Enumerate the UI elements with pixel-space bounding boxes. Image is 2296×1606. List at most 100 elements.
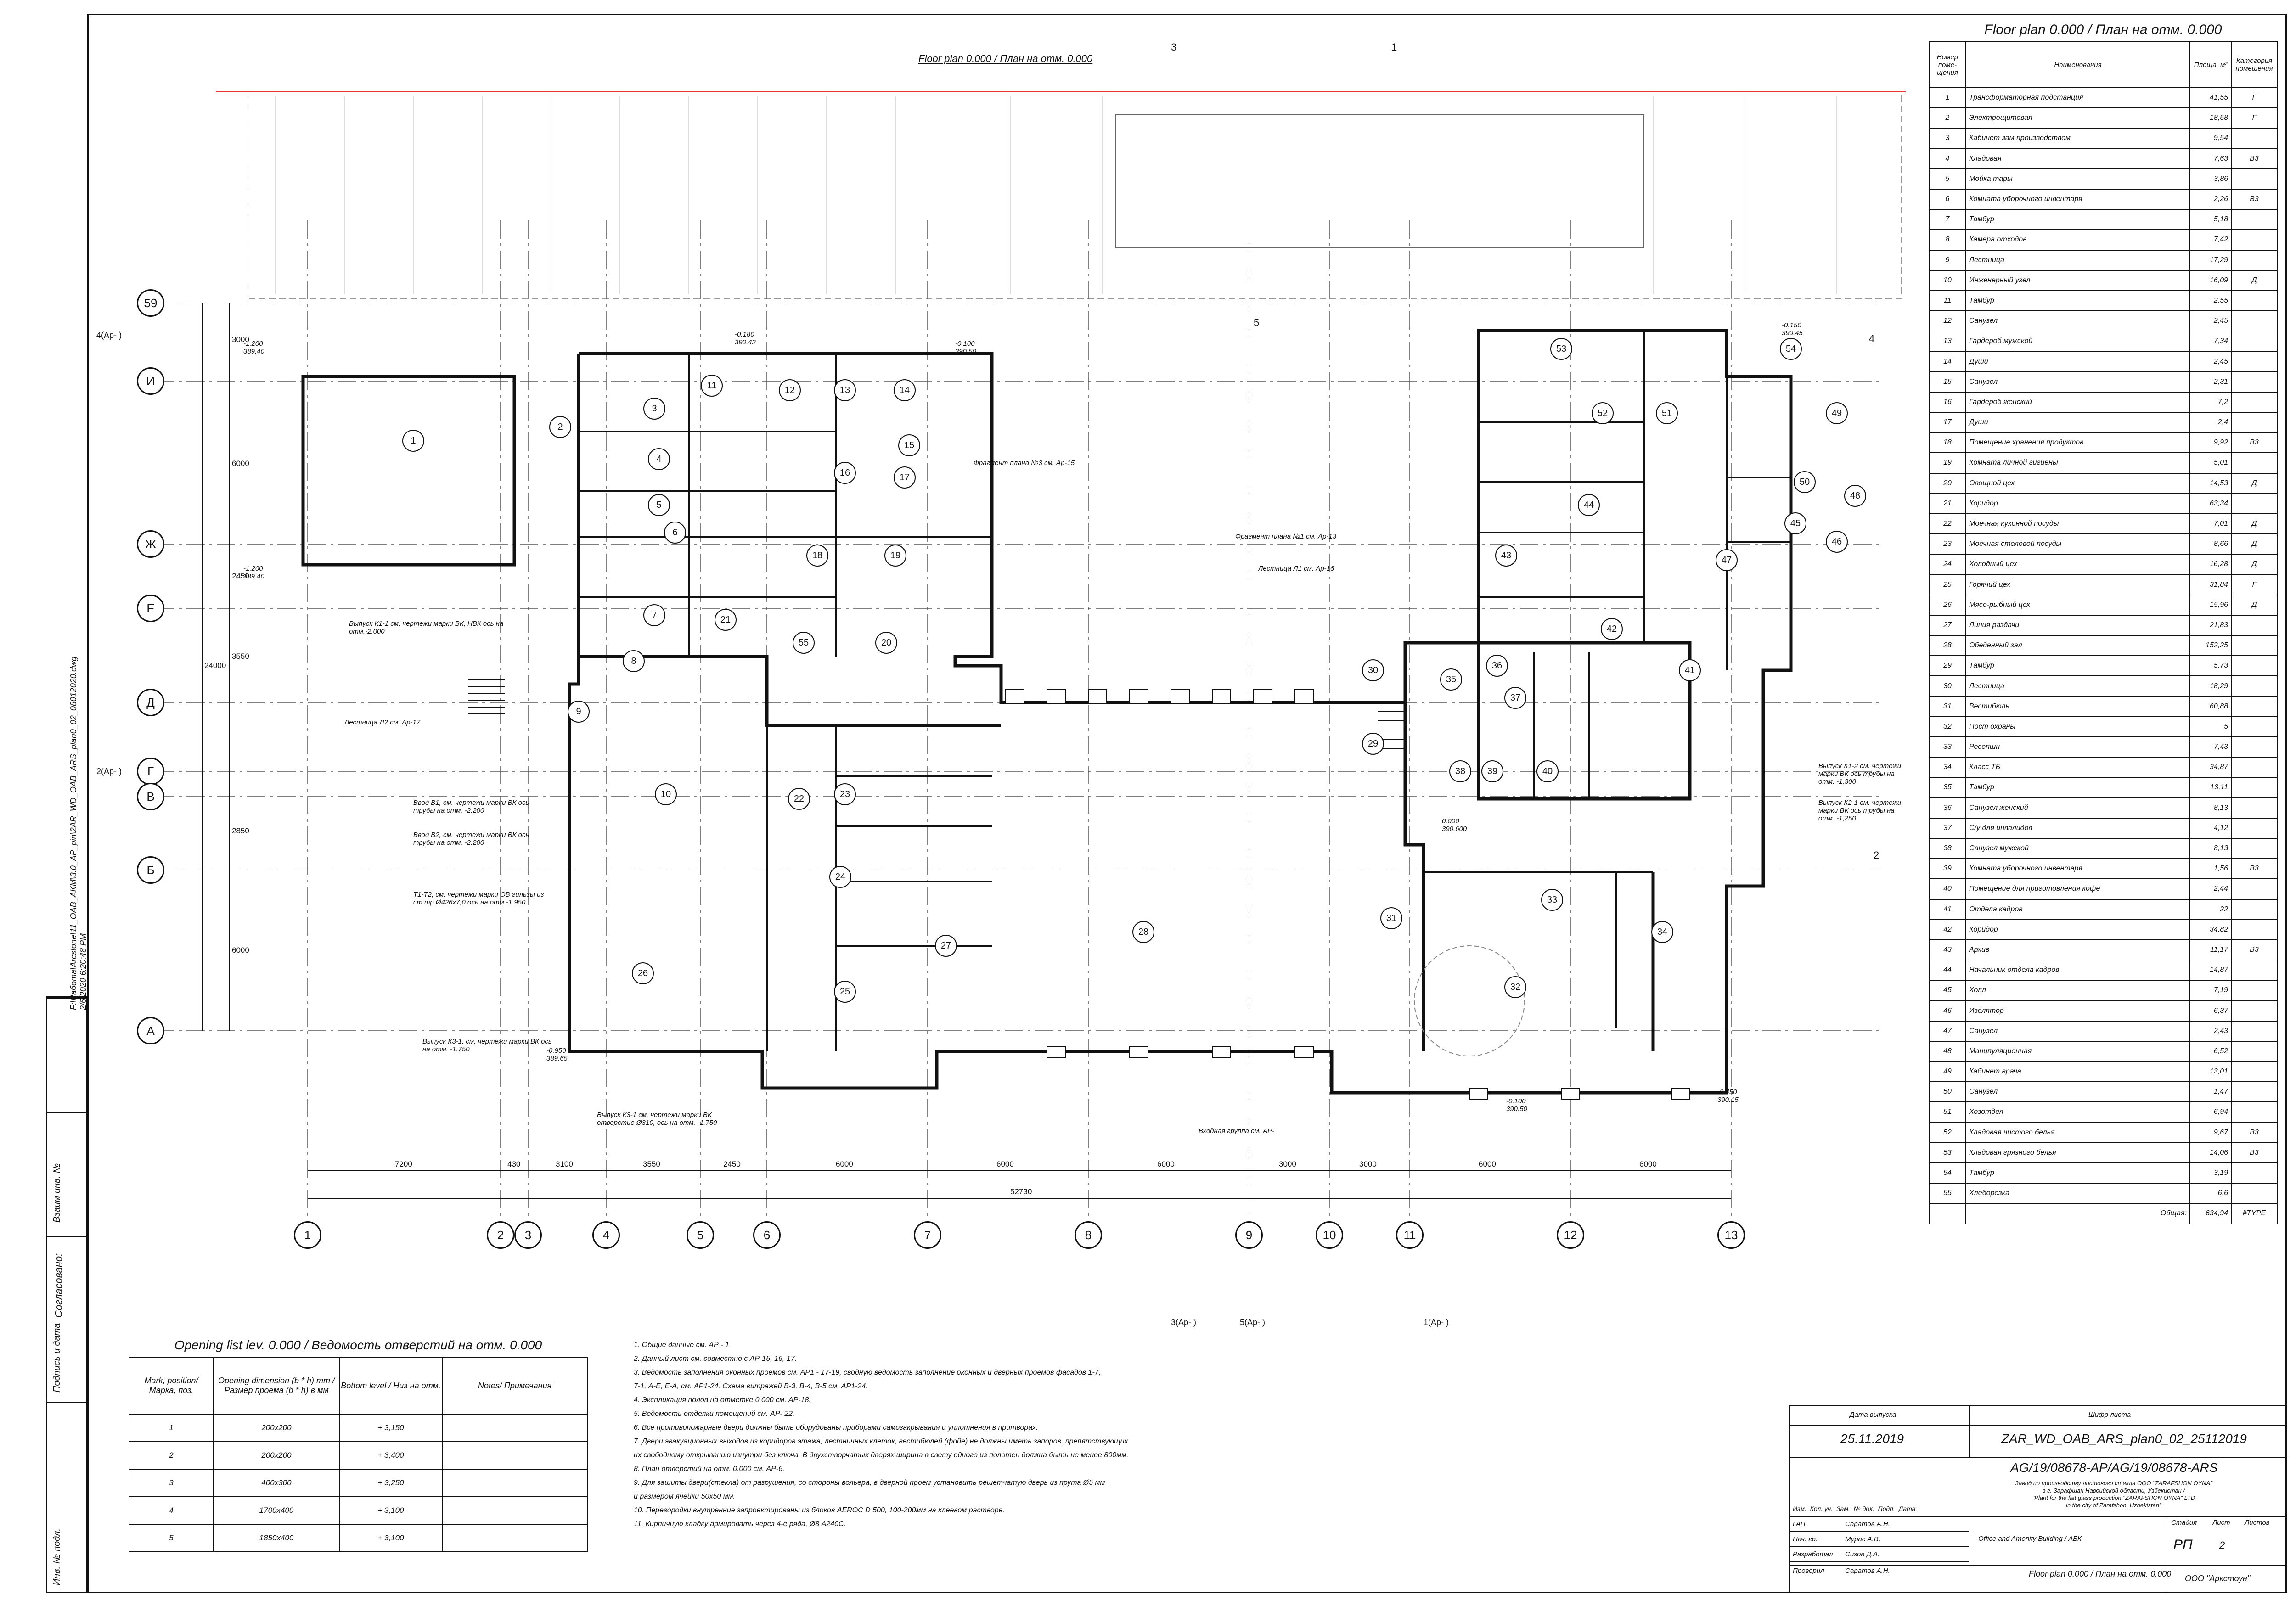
room-number: 14 — [1929, 351, 1966, 372]
room-tag: 11 — [701, 375, 723, 397]
room-name: Хлеборезка — [1965, 1183, 2190, 1204]
note-line: 9. Для защиты двери(стекла) от разрушени… — [634, 1479, 1105, 1487]
room-category — [2231, 919, 2278, 940]
section-mark: 1 — [1391, 41, 1397, 53]
role: Нач. гр. — [1793, 1535, 1818, 1543]
agreed-label: Согласовано: — [53, 1253, 64, 1318]
room-name: Кабинет зам производством — [1965, 128, 2190, 149]
dim-overall: 52730 — [1010, 1187, 1032, 1196]
opening-mark: 1 — [129, 1414, 214, 1442]
room-number: 12 — [1929, 310, 1966, 332]
room-number: 46 — [1929, 1000, 1966, 1022]
opening-mark: 5 — [129, 1524, 214, 1552]
room-area: 5 — [2189, 716, 2232, 738]
room-category — [2231, 777, 2278, 798]
room-number: 37 — [1929, 817, 1966, 839]
room-schedule: Floor plan 0.000 / План на отм. 0.000 Но… — [1929, 18, 2278, 1224]
room-number: 24 — [1929, 554, 1966, 575]
room-name: Тамбур — [1965, 1162, 2190, 1184]
room-name: Мойка тары — [1965, 168, 2190, 190]
room-category — [2231, 310, 2278, 332]
sheet-frame — [87, 14, 2287, 1593]
room-name: Тамбур — [1965, 655, 2190, 677]
role: ГАП — [1793, 1520, 1806, 1528]
axis-grid-h — [156, 303, 1883, 1031]
dim-9-10: 3000 — [1279, 1160, 1296, 1168]
room-name: Лестница — [1965, 675, 2190, 697]
room-tag: 41 — [1679, 659, 1701, 681]
axis-11: 11 — [1396, 1221, 1424, 1249]
total-label: Общая: — [1965, 1203, 2190, 1224]
opening-note — [442, 1469, 588, 1497]
room-name: Коридор — [1965, 493, 2190, 514]
room-number: 48 — [1929, 1040, 1966, 1062]
opening-note — [442, 1524, 588, 1552]
room-number: 47 — [1929, 1020, 1966, 1042]
room-name: Трансформаторная подстанция — [1965, 87, 2190, 109]
room-name: Класс ТБ — [1965, 757, 2190, 778]
opening-mark: 3 — [129, 1469, 214, 1497]
room-number: 19 — [1929, 452, 1966, 474]
room-tag: 50 — [1794, 471, 1816, 493]
axis-B: Б — [137, 856, 164, 884]
room-number: 31 — [1929, 696, 1966, 717]
room-tag: 34 — [1651, 921, 1673, 943]
section-mark: 5 — [1254, 317, 1260, 328]
dim-left-3: 3550 — [232, 652, 249, 661]
room-name: С/у для инвалидов — [1965, 817, 2190, 839]
room-category — [2231, 493, 2278, 514]
col-bottom: Bottom level / Низ на отм. — [339, 1357, 443, 1415]
axis-12: 12 — [1557, 1221, 1584, 1249]
room-name: Кладовая грязного белья — [1965, 1142, 2190, 1163]
room-category: В3 — [2231, 939, 2278, 961]
opening-note — [442, 1441, 588, 1470]
room-number: 44 — [1929, 960, 1966, 981]
room-name: Пост охраны — [1965, 716, 2190, 738]
room-category — [2231, 635, 2278, 657]
utility-note: Ввод В2, см. чертежи марки ВК ось трубы … — [413, 831, 529, 847]
room-area: 2,45 — [2189, 310, 2232, 332]
room-tag: 43 — [1495, 545, 1517, 567]
issue-date-label: Дата выпуска — [1850, 1411, 1896, 1419]
room-number: 40 — [1929, 878, 1966, 900]
room-area: 2,45 — [2189, 351, 2232, 372]
hatch-lines — [275, 96, 1837, 294]
room-area: 17,29 — [2189, 249, 2232, 271]
stair-note: Лестница Л2 см. Ар-17 — [344, 719, 421, 726]
room-name: Санузел — [1965, 371, 2190, 393]
room-tag: 8 — [623, 650, 645, 672]
room-number: 5 — [1929, 168, 1966, 190]
approval-strip: Взаим инв. № Подпись и дата Инв. № подл. — [46, 996, 87, 1593]
room-category — [2231, 797, 2278, 819]
revision-headers: Изм. Кол. уч. Зам. № док. Подп. Дата — [1793, 1505, 1916, 1512]
room-tag: 36 — [1486, 655, 1508, 677]
room-number: 36 — [1929, 797, 1966, 819]
person: Сизов Д.А. — [1845, 1550, 1880, 1558]
utility-note: Выпуск К1-1 см. чертежи марки ВК, НВК ос… — [349, 620, 504, 635]
section-mark: 1(Ар- ) — [1424, 1318, 1449, 1327]
room-name: Архив — [1965, 939, 2190, 961]
room-area: 9,67 — [2189, 1122, 2232, 1143]
section-mark: 3 — [1171, 41, 1177, 53]
room-name: Санузел — [1965, 310, 2190, 332]
opening-dimension: 1850х400 — [213, 1524, 340, 1552]
room-number: 55 — [1929, 1183, 1966, 1204]
room-tag: 15 — [898, 434, 920, 456]
room-area: 5,73 — [2189, 655, 2232, 677]
note-line: 8. План отверстий на отм. 0.000 см. АР-6… — [634, 1465, 785, 1473]
person: Саратов А.Н. — [1845, 1520, 1890, 1528]
room-tag: 48 — [1844, 485, 1866, 507]
room-name: Санузел женский — [1965, 797, 2190, 819]
